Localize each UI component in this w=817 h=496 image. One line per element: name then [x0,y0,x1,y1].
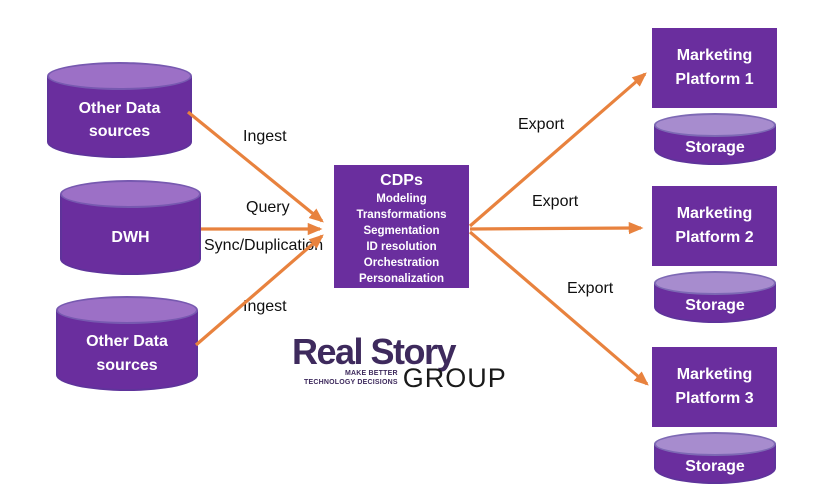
cylinder-top-face [56,296,198,324]
source-label: Other Data sources [86,333,168,374]
platform-box-3: Marketing Platform 3 [652,347,777,427]
logo-bottom-row: MAKE BETTER TECHNOLOGY DECISIONS GROUP [304,363,520,394]
source-label: DWH [111,228,150,246]
logo-group-word: GROUP [402,363,507,394]
cylinder-body: Other Data sources [47,76,192,158]
platform-box-2: Marketing Platform 2 [652,186,777,266]
cdp-capability: Transformations [356,209,447,221]
cdp-capability: Modeling [376,193,427,205]
cylinder-top-face [60,180,201,208]
platform-label: Marketing Platform 3 [675,366,754,407]
label-sync-duplication: Sync/Duplication [204,237,324,254]
source-cylinder-other-data-top: Other Data sources [47,62,192,158]
label-ingest-bottom: Ingest [243,298,287,315]
arrow-export-2 [469,221,644,235]
storage-label: Storage [685,458,745,476]
cylinder-top-face [654,432,776,456]
cdp-capability: Personalization [359,273,444,285]
cylinder-top-face [47,62,192,90]
source-cylinder-dwh: DWH [60,180,201,275]
cdp-capability: Orchestration [363,257,440,269]
cylinder-top-face [654,271,776,295]
logo-tagline: MAKE BETTER TECHNOLOGY DECISIONS [304,369,398,387]
source-label: Other Data sources [78,99,161,140]
source-cylinder-other-data-bottom: Other Data sources [56,296,198,391]
logo-tagline-line2: TECHNOLOGY DECISIONS [304,379,398,387]
storage-cylinder-2: Storage [654,271,776,323]
cylinder-top-face [654,113,776,137]
label-export-3: Export [567,280,614,297]
label-ingest-top: Ingest [243,128,287,145]
label-query: Query [246,199,290,216]
label-export-2: Export [532,193,579,210]
storage-cylinder-3: Storage [654,432,776,484]
rsg-logo: Real Story MAKE BETTER TECHNOLOGY DECISI… [292,333,520,394]
cdp-capability: ID resolution [366,241,437,253]
platform-box-1: Marketing Platform 1 [652,28,777,108]
logo-tagline-line1: MAKE BETTER [344,370,398,378]
platform-label: Marketing Platform 2 [675,205,754,246]
label-export-1: Export [518,116,565,133]
storage-label: Storage [685,139,745,157]
cdp-capability: Segmentation [363,225,440,237]
cdp-box: CDPs Modeling Transformations Segmentati… [334,165,469,288]
platform-label: Marketing Platform 1 [675,47,754,88]
storage-label: Storage [685,297,745,315]
storage-cylinder-1: Storage [654,113,776,165]
cdp-title: CDPs [380,172,423,189]
